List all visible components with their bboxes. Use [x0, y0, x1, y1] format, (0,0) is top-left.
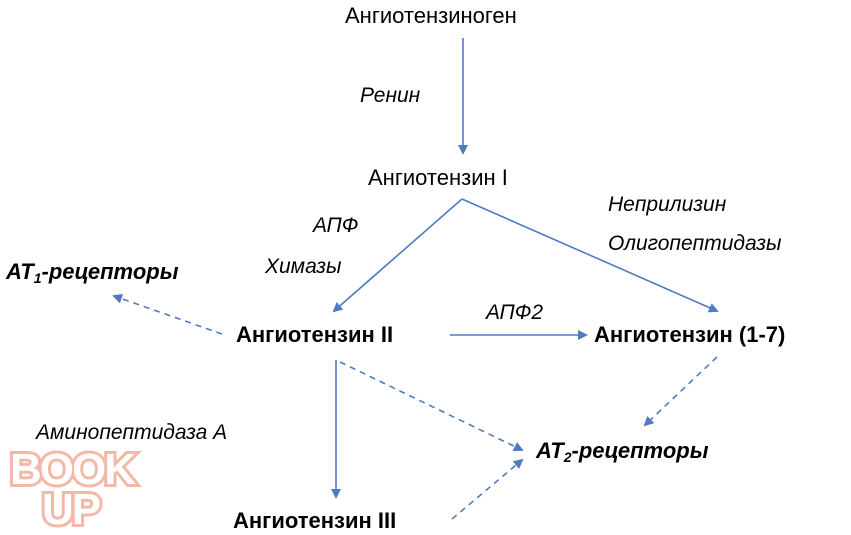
enzyme-neprilysin: Неприлизин: [608, 193, 727, 216]
bookup-watermark-logo: BOOK BOOK UP UP: [8, 444, 141, 528]
enzyme-apf: АПФ: [313, 214, 359, 237]
receptor-at2-suffix: -рецепторы: [571, 438, 709, 463]
arrow-at2-from-ang17: [643, 356, 718, 427]
arrow-neprilysin: [461, 198, 719, 313]
node-angiotensin-3: Ангиотензин III: [233, 508, 397, 533]
receptor-at1-prefix: AT: [6, 259, 34, 284]
watermark-line1: BOOK: [10, 445, 136, 494]
receptor-at2-sub: 2: [563, 449, 572, 465]
receptor-at2-prefix: AT: [536, 438, 564, 463]
enzyme-oligopeptidases: Олигопептидазы: [608, 232, 782, 255]
receptor-at1: AT1-рецепторы: [6, 259, 179, 286]
enzyme-apf2: АПФ2: [486, 301, 544, 324]
watermark-line2: UP: [42, 485, 100, 528]
receptor-at1-suffix: -рецепторы: [41, 259, 179, 284]
watermark-line2-inner: UP: [42, 485, 100, 528]
node-angiotensin-2: Ангиотензин II: [236, 322, 394, 347]
arrow-at1: [112, 293, 223, 335]
enzyme-chymases: Химазы: [265, 255, 342, 278]
node-angiotensin-1: Ангиотензин I: [368, 165, 508, 190]
receptor-at2: AT2-рецепторы: [536, 438, 709, 465]
arrow-apf: [332, 198, 463, 313]
node-angiotensinogen: Ангиотензиноген: [345, 3, 517, 28]
watermark-line1-inner: BOOK: [10, 445, 136, 494]
receptor-at1-sub: 1: [33, 270, 42, 286]
arrow-at2-from-ang2: [339, 361, 524, 452]
enzyme-aminopeptidase-a: Аминопептидаза А: [36, 421, 228, 444]
node-angiotensin-1-7: Ангиотензин (1-7): [594, 322, 786, 347]
enzyme-renin: Ренин: [360, 84, 421, 107]
arrow-at2-from-ang3: [451, 458, 524, 520]
